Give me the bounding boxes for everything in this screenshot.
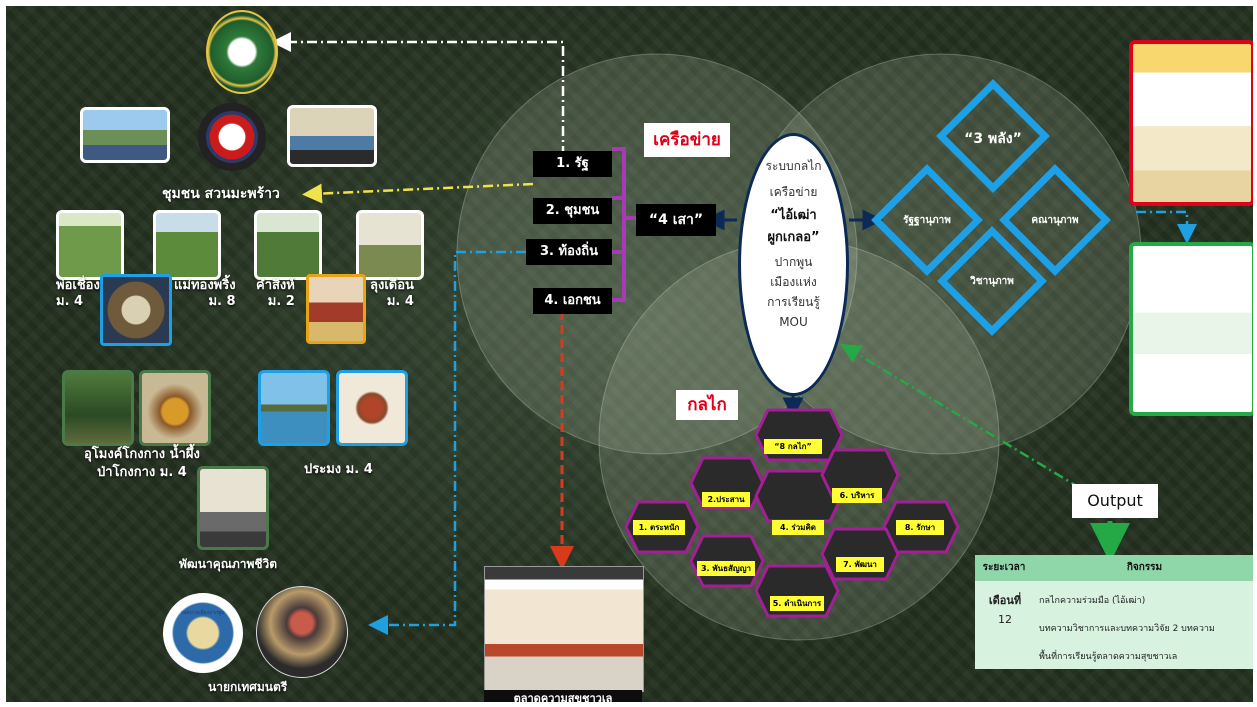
person-label-3: คำสิงห์ ม. 2 <box>256 278 295 309</box>
fishing-label: ประมง ม. 4 <box>304 462 373 477</box>
person-photo-4 <box>356 210 424 280</box>
mechanism-6: 6. บริหาร <box>832 488 882 503</box>
mechanism-7: 7. พัฒนา <box>836 557 884 572</box>
market-illustration <box>484 566 644 692</box>
power-knowledge: วิชานุภาพ <box>970 276 1014 287</box>
community-logo <box>198 103 266 171</box>
table-header-activity: กิจกรรม <box>1126 562 1163 573</box>
mayor-label: นายกเทศมนตรี <box>208 680 288 694</box>
mechanism-1: 1. ตระหนัก <box>633 520 685 535</box>
tour-label: อุโมงค์โกงกาง น้ำผึ้ง ป่าโกงกาง ม. 4 <box>84 447 200 480</box>
power-group: คณานุภาพ <box>1031 215 1079 226</box>
network-item-private: 4. เอกชน <box>533 288 612 314</box>
period-label: เดือนที่ <box>988 594 1022 607</box>
market-label: ตลาดความสุขชาวเล <box>484 690 642 702</box>
mechanism-8: 8. รักษา <box>896 520 944 535</box>
person-photo-2 <box>153 210 221 280</box>
mechanism-heading: กลไก <box>676 390 738 420</box>
activity-1: กลไกความร่วมมือ (ไอ้เฒ่า) <box>1039 596 1146 606</box>
center-mechanism-oval: ระบบกลไก เครือข่าย “ไอ้เฒ่า ผูกเกลอ” ปาก… <box>738 133 849 396</box>
power-state: รัฐฐานุภาพ <box>903 215 951 226</box>
mechanism-2: 2.ประสาน <box>702 492 750 507</box>
municipality-seal-logo: เทศบาลเมืองปากพูน <box>163 593 243 673</box>
craft-photo <box>100 274 172 346</box>
network-item-community: 2. ชุมชน <box>533 198 612 224</box>
center-line-3: “ไอ้เฒ่า <box>770 208 817 223</box>
food-photo <box>306 274 366 344</box>
slide-background: ชุมชน สวนมะพร้าว พ่อเชื่อง ม. 4 แม่ทองพร… <box>6 6 1253 702</box>
output-label: Output <box>1072 484 1158 518</box>
network-item-state: 1. รัฐ <box>533 151 612 177</box>
person-label-1: พ่อเชื่อง ม. 4 <box>56 278 100 309</box>
honey-photo <box>139 370 211 446</box>
mayor-photo <box>256 586 348 678</box>
person-photo-1 <box>56 210 124 280</box>
four-pillars-label: “4 เสา” <box>636 204 716 236</box>
quality-of-life-photo <box>197 466 269 550</box>
center-line-4: ผูกเกลอ” <box>767 230 820 245</box>
period-number: 12 <box>998 613 1012 626</box>
center-line-1: ระบบกลไก <box>765 159 822 173</box>
table-header-period: ระยะเวลา <box>982 562 1026 573</box>
eight-mechanisms-label: “8 กลไก” <box>764 439 822 454</box>
mangrove-photo <box>62 370 134 446</box>
center-line-7: การเรียนรู้ <box>767 295 820 309</box>
center-line-2: เครือข่าย <box>769 185 818 199</box>
three-powers-title: “3 พลัง” <box>964 131 1022 147</box>
university-seal-logo <box>206 10 278 94</box>
center-line-5: ปากพูน <box>774 255 813 269</box>
person-label-2: แม่ทองพริ้ง ม. 8 <box>174 278 236 309</box>
municipality-seal-text: เทศบาลเมืองปากพูน <box>181 610 225 616</box>
output-table-header: ระยะเวลา กิจกรรม <box>975 555 1253 581</box>
person-photo-3 <box>254 210 322 280</box>
boat-photo <box>258 370 330 446</box>
network-item-local: 3. ท้องถิ่น <box>526 239 612 265</box>
quality-of-life-label: พัฒนาคุณภาพชีวิต <box>179 557 278 571</box>
seafood-photo <box>336 370 408 446</box>
community-photo-left <box>80 107 170 163</box>
mechanism-5: 5. ดำเนินการ <box>770 596 824 611</box>
center-line-6: เมืองแห่ง <box>770 275 817 289</box>
activity-2: บทความวิชาการและบทความวิจัย 2 บทความ <box>1039 624 1215 634</box>
center-line-8: MOU <box>779 315 808 329</box>
mechanism-3: 3. พันธสัญญา <box>697 561 755 576</box>
person-label-4: ลุงเดือน ม. 4 <box>370 278 414 309</box>
community-photo-right <box>287 105 377 167</box>
output-table: ระยะเวลา กิจกรรม เดือนที่ 12 กลไกความร่ว… <box>975 555 1253 669</box>
mechanism-4: 4. ร่วมคิด <box>772 520 824 535</box>
activity-3: พื้นที่การเรียนรู้ตลาดความสุขชาวเล <box>1039 652 1178 662</box>
poster-bottom <box>1129 242 1253 416</box>
community-title: ชุมชน สวนมะพร้าว <box>162 186 280 202</box>
network-heading: เครือข่าย <box>644 123 730 157</box>
poster-top <box>1129 40 1253 206</box>
